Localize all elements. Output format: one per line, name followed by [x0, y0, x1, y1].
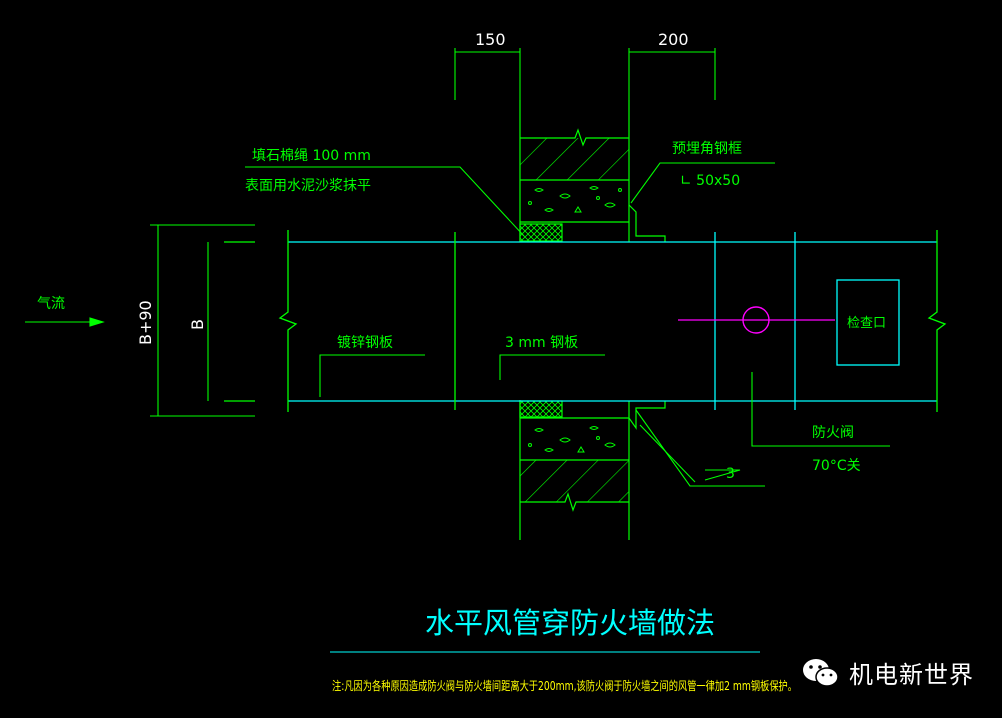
- label-galvanized: 镀锌钢板: [337, 334, 393, 351]
- fire-wall-top: [519, 100, 666, 242]
- inspection-door: [836, 279, 900, 366]
- leader-lines: [25, 162, 890, 487]
- label-damper-temp: 70°C关: [812, 458, 861, 474]
- watermark: 机电新世界: [801, 655, 974, 690]
- wechat-icon: [803, 658, 839, 687]
- label-steel-plate: 3 mm 钢板: [505, 335, 578, 351]
- dim-outer-height: B+90: [136, 300, 155, 345]
- dim-inner-height: B: [188, 319, 207, 330]
- duct: [224, 230, 947, 412]
- label-fill-line1: 填石棉绳 100 mm: [252, 147, 371, 164]
- watermark-text: 机电新世界: [849, 661, 974, 689]
- drawing-title: 水平风管穿防火墙做法: [425, 606, 715, 640]
- label-airflow: 气流: [37, 296, 65, 312]
- fire-wall-bottom: [519, 400, 666, 540]
- dimension-lines: [150, 48, 716, 417]
- dim-frame-gap: 200: [658, 30, 689, 49]
- label-fill-line2: 表面用水泥沙浆抹平: [245, 178, 371, 194]
- label-inspection: 检查口: [847, 316, 886, 331]
- label-frame-line2: ∟ 50x50: [680, 173, 740, 189]
- label-weld-size: 3: [726, 466, 735, 482]
- fire-damper: [678, 279, 900, 366]
- label-damper-name: 防火阀: [812, 425, 854, 441]
- label-frame-line1: 预埋角钢框: [672, 141, 742, 157]
- drawing-note: 注:凡因为各种原因造成防火阀与防火墙间距离大于200mm,该防火阀于防火墙之间的…: [332, 678, 797, 693]
- dim-wall-gap: 150: [475, 30, 506, 49]
